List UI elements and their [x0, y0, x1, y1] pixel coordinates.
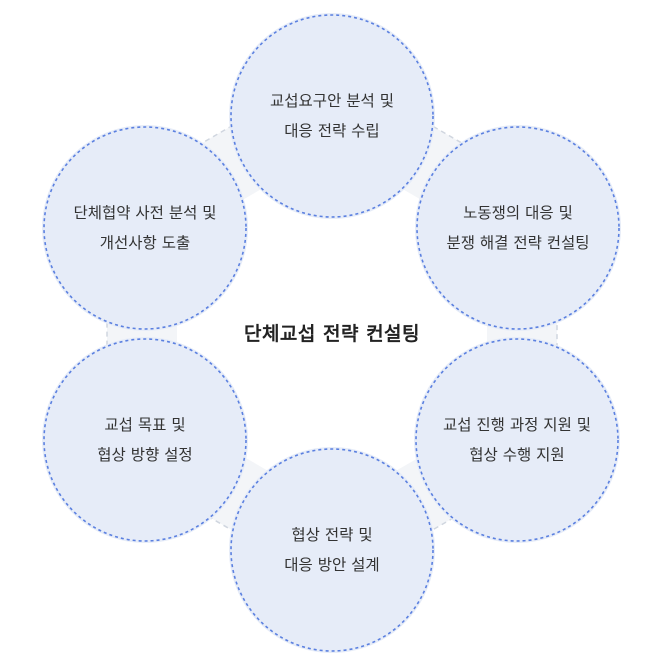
step-label-2: 노동쟁의 대응 및 분쟁 해결 전략 컨설팅	[428, 198, 608, 258]
step-label-5: 교섭 목표 및 협상 방향 설정	[55, 410, 235, 470]
step-1-line1: 교섭요구안 분석 및	[270, 92, 394, 110]
step-5-line2: 협상 방향 설정	[97, 446, 193, 464]
step-circle-4	[229, 447, 435, 653]
step-6-line2: 개선사항 도출	[99, 234, 191, 252]
step-circle-5	[42, 337, 248, 543]
hexagon-inner	[177, 148, 487, 508]
step-circle-3	[414, 337, 620, 543]
step-3-line1: 교섭 진행 과정 지원 및	[442, 416, 592, 434]
center-title: 단체교섭 전략 컨설팅	[243, 323, 421, 345]
step-2-line1: 노동쟁의 대응 및	[463, 204, 573, 222]
step-label-3: 교섭 진행 과정 지원 및 협상 수행 지원	[427, 410, 607, 470]
step-label-1: 교섭요구안 분석 및 대응 전략 수립	[242, 86, 422, 146]
step-circle-1	[229, 13, 435, 219]
step-6-line1: 단체협약 사전 분석 및	[73, 204, 217, 222]
step-circle-2	[415, 125, 621, 331]
step-label-6: 단체협약 사전 분석 및 개선사항 도출	[55, 198, 235, 258]
step-1-line2: 대응 전략 수립	[284, 122, 380, 140]
step-2-line2: 분쟁 해결 전략 컨설팅	[446, 234, 590, 252]
step-4-line1: 협상 전략 및	[291, 526, 373, 544]
step-3-line2: 협상 수행 지원	[469, 446, 565, 464]
step-5-line1: 교섭 목표 및	[104, 416, 186, 434]
step-4-line2: 대응 방안 설계	[284, 556, 380, 574]
step-label-4: 협상 전략 및 대응 방안 설계	[242, 520, 422, 580]
step-circle-6	[42, 125, 248, 331]
